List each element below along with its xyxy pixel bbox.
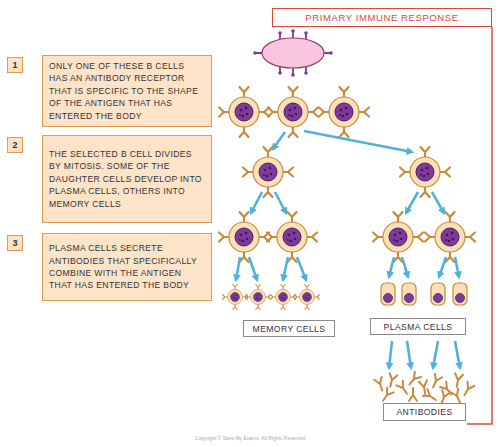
antibody bbox=[406, 372, 420, 387]
antibody bbox=[374, 377, 386, 392]
node-text: PLASMA CELLS SECRETE ANTIBODIES THAT SPE… bbox=[49, 242, 205, 292]
b-cell bbox=[219, 87, 269, 137]
flow-arrow bbox=[455, 257, 459, 277]
cell-label-box: MEMORY CELLS bbox=[243, 320, 335, 337]
plasma-cell bbox=[402, 283, 416, 305]
diagram-title: PRIMARY IMMUNE RESPONSE bbox=[272, 8, 492, 27]
antigen-spike bbox=[329, 51, 333, 55]
antigen-spike bbox=[278, 31, 282, 35]
node-text: ANTIBODIES bbox=[396, 407, 452, 417]
flow-arrow bbox=[275, 192, 286, 213]
node-text: PLASMA CELLS bbox=[384, 322, 453, 332]
antigen-spike bbox=[278, 71, 282, 75]
node-text: MEMORY CELLS bbox=[253, 324, 326, 334]
antibody bbox=[396, 381, 410, 396]
antibody bbox=[423, 389, 438, 403]
antigen-spike bbox=[304, 31, 308, 35]
antibody bbox=[380, 388, 394, 403]
memory-cell bbox=[295, 285, 320, 310]
b-cell bbox=[319, 87, 369, 137]
step-text-box: PLASMA CELLS SECRETE ANTIBODIES THAT SPE… bbox=[42, 233, 212, 301]
memory-cell bbox=[271, 285, 296, 310]
node-text: 3 bbox=[12, 238, 17, 248]
b-cell bbox=[268, 87, 318, 137]
callout-number-box: 3 bbox=[7, 235, 23, 251]
b-cell bbox=[425, 212, 475, 262]
node-text: 2 bbox=[12, 140, 17, 150]
memory-cell bbox=[246, 285, 271, 310]
b-cell bbox=[219, 212, 269, 262]
antibody bbox=[461, 382, 474, 397]
antigen-spike bbox=[291, 73, 295, 77]
flow-arrow bbox=[406, 192, 418, 213]
antibody bbox=[453, 373, 463, 387]
cell-label-box: ANTIBODIES bbox=[383, 403, 466, 421]
step-text-box: THE SELECTED B CELL DIVIDES BY MITOSIS. … bbox=[42, 135, 212, 223]
flow-arrow bbox=[389, 257, 394, 277]
flow-arrow bbox=[297, 257, 306, 280]
callout-number-box: 1 bbox=[7, 57, 23, 73]
node-text: ONLY ONE OF THESE B CELLS HAS AN ANTIBOD… bbox=[49, 60, 205, 122]
flow-arrow bbox=[407, 341, 411, 368]
plasma-cell bbox=[381, 283, 395, 305]
cell-label-box: PLASMA CELLS bbox=[370, 318, 466, 335]
antibody bbox=[409, 388, 417, 401]
antigen bbox=[262, 38, 324, 68]
antigen-spike bbox=[291, 29, 295, 33]
antigen-spike bbox=[304, 71, 308, 75]
flow-arrow bbox=[432, 192, 444, 213]
b-cell bbox=[373, 212, 423, 262]
flow-arrow bbox=[236, 257, 240, 280]
flow-arrow bbox=[251, 192, 262, 213]
antigen-spike bbox=[253, 51, 257, 55]
node-text: THE SELECTED B CELL DIVIDES BY MITOSIS. … bbox=[49, 148, 205, 210]
flow-arrow bbox=[249, 257, 257, 280]
flow-arrow bbox=[402, 257, 408, 277]
callout-number-box: 2 bbox=[7, 137, 23, 153]
node-text: 1 bbox=[12, 60, 17, 70]
antigen-spike bbox=[256, 32, 330, 74]
b-cell bbox=[400, 147, 450, 197]
plasma-cell bbox=[453, 283, 467, 305]
b-cell bbox=[243, 147, 293, 197]
b-cell bbox=[267, 212, 317, 262]
step-text-box: ONLY ONE OF THESE B CELLS HAS AN ANTIBOD… bbox=[42, 55, 212, 127]
copyright-watermark: Copyright © Save My Exams. All Rights Re… bbox=[150, 435, 350, 441]
flow-arrow bbox=[439, 257, 446, 277]
flow-arrow bbox=[455, 341, 460, 368]
flow-arrow bbox=[389, 341, 392, 368]
response-bracket bbox=[467, 27, 492, 424]
flow-arrow bbox=[304, 131, 412, 152]
plasma-cell bbox=[431, 283, 445, 305]
memory-cell bbox=[223, 285, 248, 310]
antibody bbox=[451, 389, 464, 404]
flow-arrow bbox=[283, 257, 288, 280]
flow-arrow bbox=[273, 132, 285, 149]
flow-arrow bbox=[433, 341, 438, 368]
